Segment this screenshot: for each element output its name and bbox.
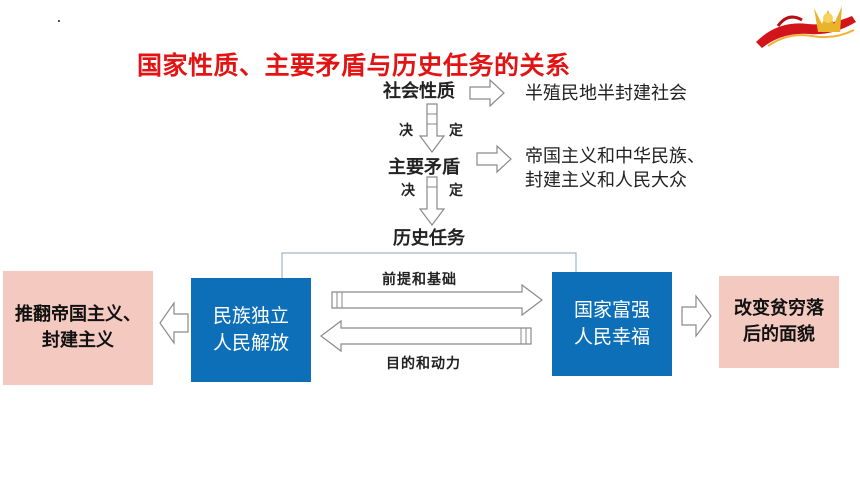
right-arrow-icon [469, 78, 505, 108]
decide-char-2: 定 [449, 123, 464, 139]
prosperity-line2: 人民幸福 [573, 326, 650, 348]
overthrow-line1: 推翻帝国主义、 [15, 304, 141, 325]
purpose-label: 目的和动力 [386, 356, 461, 372]
left-arrow-icon [159, 301, 189, 345]
decide-char-4: 定 [449, 183, 464, 199]
independence-box: 民族独立 人民解放 [191, 278, 311, 382]
social-nature-value: 半殖民地半封建社会 [525, 83, 687, 104]
change-line2: 后的面貌 [743, 324, 815, 345]
left-double-arrow-icon [320, 319, 532, 353]
change-line1: 改变贫穷落 [734, 298, 824, 319]
overthrow-line2: 封建主义 [42, 330, 114, 351]
independence-line2: 人民解放 [212, 332, 289, 354]
down-arrow-icon [418, 103, 446, 153]
down-arrow-icon [418, 176, 446, 226]
corner-dot [58, 20, 60, 22]
decide-char-3: 决 [401, 183, 416, 199]
decide-char-1: 决 [399, 123, 414, 139]
social-nature-label: 社会性质 [383, 81, 455, 102]
independence-line1: 民族独立 [212, 305, 289, 327]
overthrow-box: 推翻帝国主义、 封建主义 [3, 271, 153, 385]
task-bracket [281, 252, 577, 278]
right-double-arrow-icon [331, 283, 543, 317]
change-box: 改变贫穷落 后的面貌 [719, 276, 839, 368]
main-contradiction-value-line1: 帝国主义和中华民族、 [525, 146, 705, 167]
premise-label: 前提和基础 [382, 272, 457, 288]
right-arrow-icon [476, 144, 512, 174]
main-contradiction-label: 主要矛盾 [388, 157, 460, 178]
gift-ribbon-decoration-icon [756, 6, 856, 48]
prosperity-line1: 国家富强 [573, 299, 650, 321]
prosperity-box: 国家富强 人民幸福 [552, 272, 672, 376]
historical-task-label: 历史任务 [393, 228, 465, 249]
page-title: 国家性质、主要矛盾与历史任务的关系 [137, 51, 571, 80]
right-arrow-icon [681, 294, 712, 338]
main-contradiction-value-line2: 封建主义和人民大众 [525, 170, 687, 191]
